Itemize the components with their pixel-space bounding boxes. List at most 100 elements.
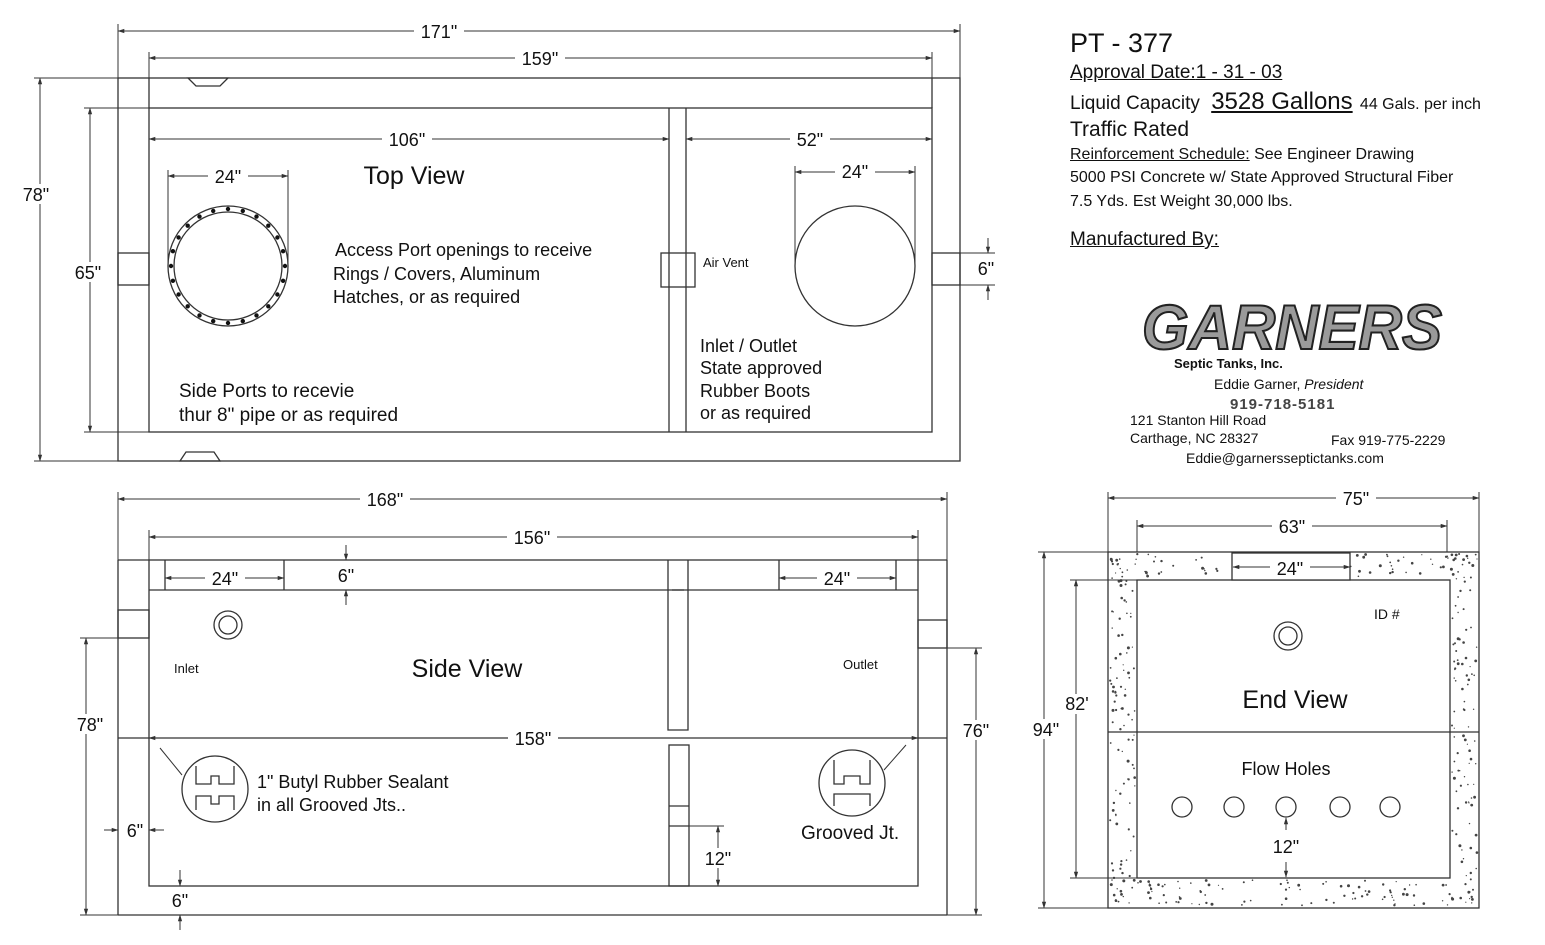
speckle-dot — [1115, 558, 1119, 562]
dim-24-port-right: 24" — [842, 162, 868, 182]
dim-63: 63" — [1279, 517, 1305, 537]
speckle-dot — [1134, 563, 1136, 565]
dim-12-end: 12" — [1273, 837, 1299, 857]
speckle-dot — [1119, 867, 1122, 870]
speckle-dot — [1455, 650, 1458, 652]
speckle-dot — [1464, 656, 1468, 660]
speckle-dot — [1364, 553, 1367, 556]
speckle-dot — [1386, 555, 1389, 558]
speckle-dot — [1471, 564, 1475, 567]
speckle-dot — [1133, 710, 1136, 712]
speckle-dot — [1325, 898, 1328, 902]
speckle-dot — [1367, 890, 1371, 893]
speckle-dot — [1110, 862, 1114, 865]
speckle-dot — [1242, 881, 1245, 884]
speckle-dot — [1383, 895, 1386, 899]
speckle-dot — [1451, 829, 1454, 832]
speckle-dot — [1455, 578, 1458, 580]
speckle-dot — [1243, 900, 1246, 903]
speckle-dot — [1162, 894, 1165, 897]
speckle-dot — [1469, 576, 1472, 579]
speckle-dot — [1126, 652, 1128, 654]
dim-106: 106" — [389, 130, 425, 150]
speckle-dot — [1210, 902, 1214, 906]
speckle-dot — [1119, 584, 1123, 587]
approval-date: 1 - 31 - 03 — [1195, 62, 1283, 83]
speckle-dot — [1402, 556, 1405, 558]
president-line: Eddie Garner, President — [1214, 376, 1365, 392]
speckle-dot — [1465, 901, 1467, 903]
side-tank-outline — [148, 559, 919, 887]
speckle-dot — [1325, 881, 1327, 883]
speckle-dot — [1469, 666, 1471, 668]
speckle-dot — [1201, 566, 1205, 570]
bolt-hole — [168, 263, 174, 269]
bolt-hole — [254, 313, 259, 318]
speckle-dot — [1357, 885, 1361, 889]
spec-block: PT - 377 Approval Date:1 - 31 - 03 Liqui… — [1070, 28, 1540, 251]
speckle-dot — [1464, 883, 1467, 886]
speckle-dot — [1114, 656, 1118, 660]
dim-6-port: 6" — [978, 259, 994, 279]
bolt-hole — [197, 313, 202, 318]
speckle-dot — [1475, 763, 1477, 765]
weight-spec: 7.5 Yds. Est Weight 30,000 lbs. — [1070, 193, 1293, 210]
speckle-dot — [1470, 797, 1473, 799]
side-view-title: Side View — [412, 655, 524, 683]
speckle-dot — [1121, 571, 1124, 574]
speckle-dot — [1132, 835, 1135, 838]
speckle-dot — [1157, 572, 1161, 575]
speckle-dot — [1453, 710, 1456, 713]
speckle-dot — [1286, 881, 1289, 884]
speckle-dot — [1127, 671, 1130, 675]
speckle-dot — [1119, 889, 1123, 893]
grooved-label: Grooved Jt. — [801, 823, 899, 844]
speckle-dot — [1430, 558, 1432, 560]
side-view: 168" 156" 158" 24" 24" 6" 78" 76" 6" 6" — [68, 489, 996, 930]
speckle-dot — [1120, 707, 1123, 710]
speckle-dot — [1281, 903, 1283, 906]
dim-156: 156" — [514, 528, 550, 548]
approval-line: Approval Date:1 - 31 - 03 — [1070, 62, 1540, 88]
speckle-dot — [1474, 659, 1478, 663]
speckle-dot — [1475, 867, 1477, 870]
speckle-dot — [1457, 611, 1459, 614]
speckle-dot — [1123, 724, 1125, 727]
speckle-dot — [1116, 888, 1118, 890]
speckle-dot — [1467, 726, 1470, 728]
speckle-dot — [1451, 617, 1454, 620]
speckle-dot — [1178, 896, 1181, 898]
speckle-dot — [1164, 883, 1166, 886]
speckle-dot — [1149, 896, 1152, 900]
speckle-dot — [1109, 742, 1112, 744]
dim-24-side-right: 24" — [824, 569, 850, 589]
lifting-tab-top — [186, 77, 230, 87]
access-note-3: Hatches, or as required — [333, 287, 520, 307]
speckle-dot — [1110, 682, 1113, 685]
speckle-dot — [1462, 558, 1465, 561]
speckle-dot — [1301, 904, 1303, 907]
speckle-dot — [1130, 850, 1132, 852]
speckle-dot — [1467, 890, 1471, 894]
speckle-dot — [1161, 885, 1164, 888]
sealant-detail — [181, 755, 249, 823]
dim-24-port-left: 24" — [215, 167, 241, 187]
speckle-dot — [1133, 767, 1135, 770]
speckle-dot — [1465, 674, 1469, 677]
speckle-dot — [1115, 708, 1118, 712]
bolt-hole — [170, 278, 176, 283]
end-outer-outline — [1107, 551, 1480, 909]
speckle-dot — [1151, 890, 1153, 893]
speckle-dot — [1131, 738, 1134, 741]
speckle-dot — [1124, 583, 1127, 586]
dim-159: 159" — [522, 49, 558, 69]
speckle-dot — [1456, 752, 1459, 755]
speckle-dot — [1448, 893, 1451, 896]
speckle-dot — [1129, 802, 1131, 804]
speckle-dot — [1475, 851, 1479, 854]
flow-holes-label: Flow Holes — [1241, 759, 1330, 779]
speckle-dot — [1454, 667, 1457, 670]
speckle-dot — [1441, 883, 1445, 887]
dim-76: 76" — [963, 721, 989, 741]
